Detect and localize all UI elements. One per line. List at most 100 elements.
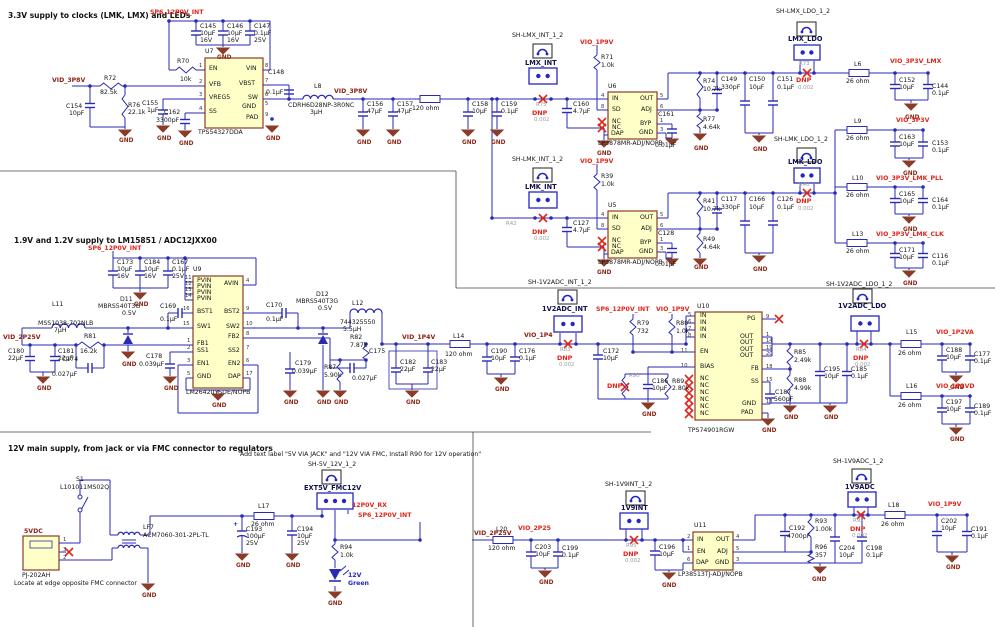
no-connect-x xyxy=(538,213,548,223)
junction-dot xyxy=(681,538,685,542)
shunt-icon xyxy=(536,52,540,56)
junction-dot xyxy=(640,538,644,542)
shunt-icon xyxy=(800,30,804,34)
ic-body xyxy=(204,57,264,129)
ground-symbol xyxy=(782,405,798,413)
header xyxy=(793,167,821,184)
ground-symbol xyxy=(692,133,708,141)
junction-dot xyxy=(855,342,859,346)
resistor xyxy=(696,232,704,254)
junction-dot xyxy=(287,97,291,101)
ground-symbol xyxy=(664,138,680,146)
ferrite-bead xyxy=(846,126,868,134)
ic-body xyxy=(22,535,60,571)
ground-symbol xyxy=(944,555,960,563)
header-pin xyxy=(855,497,860,502)
header-pin xyxy=(800,173,805,178)
junction-dot xyxy=(426,342,430,346)
junction-dot xyxy=(338,358,342,362)
junction-dot xyxy=(940,342,944,346)
resistor xyxy=(786,374,794,396)
junction-dot xyxy=(320,514,324,518)
header-pin xyxy=(341,498,347,504)
header-pin xyxy=(800,50,805,55)
no-connect-x xyxy=(856,510,866,520)
junction-dot xyxy=(812,191,816,195)
no-connect-x xyxy=(684,381,694,391)
junction-dot xyxy=(102,343,106,347)
resistor xyxy=(99,82,123,90)
junction-dot xyxy=(194,19,198,23)
junction-dot xyxy=(653,538,657,542)
junction-dot xyxy=(866,513,870,517)
resistor xyxy=(696,195,704,218)
ground-symbol xyxy=(332,390,348,398)
resistor xyxy=(362,345,370,361)
junction-dot xyxy=(893,128,897,132)
ground-symbol xyxy=(460,129,476,137)
junction-dot xyxy=(296,326,300,330)
ic-body xyxy=(694,311,763,421)
resistor xyxy=(696,113,704,129)
ferrite-bead xyxy=(253,512,275,520)
ground-symbol xyxy=(215,47,231,55)
junction-dot xyxy=(394,342,398,346)
resistor xyxy=(621,376,629,398)
junction-dot xyxy=(893,185,897,189)
ground-symbol xyxy=(596,259,612,267)
shunt-icon xyxy=(334,478,338,482)
ground-symbol xyxy=(177,130,193,138)
junction-dot xyxy=(965,513,969,517)
shunt-icon xyxy=(809,30,813,34)
header xyxy=(847,491,877,508)
junction-dot xyxy=(631,350,635,354)
shunt-icon xyxy=(856,297,860,301)
ground-symbol xyxy=(327,591,343,599)
ground-symbol xyxy=(751,255,767,263)
shunt-icon xyxy=(800,156,804,160)
junction-dot xyxy=(698,227,702,231)
ground-symbol xyxy=(315,390,331,398)
resistor xyxy=(696,75,704,99)
junction-dot xyxy=(364,342,368,346)
ground-symbol xyxy=(493,377,509,385)
resistor xyxy=(668,318,676,336)
shunt-icon xyxy=(865,297,869,301)
header-pin xyxy=(809,50,814,55)
junction-dot xyxy=(166,326,170,330)
junction-dot xyxy=(490,97,494,101)
shunt-icon-box xyxy=(852,288,873,304)
ground-symbol xyxy=(284,553,300,561)
ground-symbol xyxy=(812,566,828,574)
ground-symbol xyxy=(355,129,371,137)
junction-dot xyxy=(221,19,225,23)
junction-dot xyxy=(574,342,578,346)
shunt-icon xyxy=(545,176,549,180)
junction-dot xyxy=(624,538,628,542)
junction-dot xyxy=(715,71,719,75)
ground-symbol xyxy=(822,405,838,413)
header xyxy=(528,67,558,85)
inductor-coil xyxy=(302,94,334,100)
ground-symbol xyxy=(537,570,553,578)
junction-dot xyxy=(321,326,325,330)
ground-symbol xyxy=(155,125,171,133)
switch-contact xyxy=(77,494,83,500)
header xyxy=(553,315,583,333)
junction-dot xyxy=(833,191,837,195)
group-box xyxy=(388,350,438,390)
ground-symbol xyxy=(901,216,917,224)
junction-dot xyxy=(921,241,925,245)
group-box xyxy=(29,540,53,549)
junction-dot xyxy=(940,394,944,398)
led-ray xyxy=(342,569,350,576)
header-pin xyxy=(545,73,550,79)
junction-dot xyxy=(715,227,719,231)
junction-dot xyxy=(715,191,719,195)
inductor-coil xyxy=(51,323,86,329)
resistor xyxy=(175,66,197,74)
ic-body xyxy=(192,275,244,389)
shunt-icon-box xyxy=(625,490,646,506)
junction-dot xyxy=(270,117,274,121)
